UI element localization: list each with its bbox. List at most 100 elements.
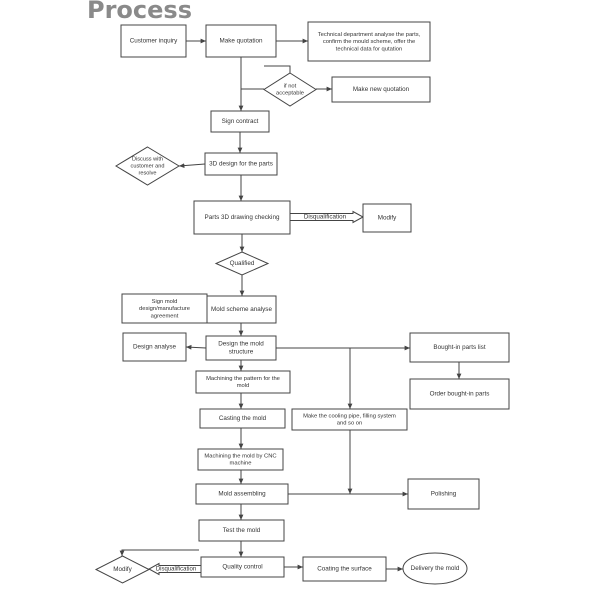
- process-box: [206, 295, 277, 324]
- process-box: [120, 24, 187, 58]
- process-box: [197, 448, 284, 471]
- node-polishing: Polishing: [407, 478, 480, 510]
- process-box: [199, 408, 286, 429]
- process-box: [210, 110, 270, 133]
- node-modify-bottom: Modify: [94, 555, 151, 584]
- node-label: Make the cooling pipe, filling system: [303, 413, 396, 419]
- node-label: Design the mold: [218, 341, 264, 348]
- node-label: Quality control: [222, 564, 262, 571]
- node-label: Test the mold: [223, 527, 261, 534]
- process-box: [307, 21, 431, 62]
- node-label: Customer inquiry: [130, 38, 178, 45]
- node-label: Design analyse: [133, 344, 177, 351]
- node-qualified: Qualified: [214, 251, 270, 276]
- process-box: [122, 332, 187, 362]
- node-label: Modify: [378, 215, 397, 222]
- decision-diamond: [214, 251, 270, 276]
- process-box: [205, 24, 277, 58]
- node-label: Sign mold: [152, 299, 178, 305]
- connector-not-acceptable-back: [264, 65, 291, 73]
- process-box: [200, 556, 285, 578]
- flow-nodes: Customer inquiry Make quotation Technical …: [94, 21, 510, 585]
- node-label: Sign contract: [222, 118, 259, 125]
- node-label: confirm the mould scheme, offer the: [323, 39, 415, 45]
- node-label: Casting the mold: [219, 415, 267, 422]
- node-tech-analyse: Technical department analyse the parts,c…: [307, 21, 431, 62]
- node-order-bought: Order bought-in parts: [409, 378, 510, 410]
- node-make-new-quotation: Make new quotation: [331, 76, 431, 103]
- node-label: agreement: [151, 313, 179, 319]
- disqualification-label-top: Disqualification: [304, 214, 347, 221]
- node-label: Make quotation: [219, 38, 263, 45]
- node-label: Machining the mold by CNC: [204, 453, 276, 459]
- hollow-arrow: [289, 210, 365, 224]
- node-label: if not: [284, 83, 297, 89]
- node-label: design/manufacture: [139, 306, 190, 312]
- process-box: [195, 370, 291, 394]
- node-drawing-checking: Parts 3D drawing checking: [193, 200, 291, 235]
- process-box: [198, 519, 285, 542]
- connector-3d-to-discuss: [178, 163, 206, 168]
- process-box: [204, 152, 278, 176]
- process-box: [205, 335, 277, 361]
- node-label: Delivery the mold: [411, 565, 460, 572]
- decision-diamond: [115, 146, 180, 186]
- process-box: [291, 408, 408, 431]
- connector-design-to-analyse: [185, 344, 207, 350]
- node-label: Mold assembling: [218, 491, 266, 498]
- node-make-quotation: Make quotation: [205, 24, 277, 58]
- node-coating: Coating the surface: [302, 556, 387, 582]
- node-assembling: Mold assembling: [195, 483, 289, 505]
- disqualification-label-bottom: Disqualification: [156, 567, 196, 573]
- node-label: Polishing: [431, 491, 457, 498]
- page-title: Process: [87, 0, 192, 24]
- node-label: and so on: [337, 421, 362, 427]
- node-quality: Quality control: [200, 556, 285, 578]
- node-label: Order bought-in parts: [430, 391, 490, 398]
- process-box: [362, 203, 412, 233]
- process-box: [195, 483, 289, 505]
- node-label: Make new quotation: [353, 86, 410, 93]
- node-delivery: Delivery the mold: [402, 552, 468, 585]
- node-label: Bought-in parts list: [433, 344, 485, 351]
- process-box: [121, 293, 208, 324]
- process-box: [331, 76, 431, 103]
- process-box: [407, 478, 480, 510]
- node-label: Discuss with: [132, 156, 163, 162]
- node-mold-scheme: Mold scheme analyse: [206, 295, 277, 324]
- node-label: machine: [230, 461, 252, 467]
- process-box: [409, 378, 510, 410]
- node-sign-contract: Sign contract: [210, 110, 270, 133]
- flow-connectors: [119, 38, 462, 576]
- node-test: Test the mold: [198, 519, 285, 542]
- node-label: Technical department analyse the parts,: [318, 32, 421, 38]
- node-label: technical data for qutation: [336, 46, 402, 52]
- node-bought-list: Bought-in parts list: [409, 332, 510, 363]
- process-box: [302, 556, 387, 582]
- node-cnc: Machining the mold by CNC machine: [197, 448, 284, 471]
- node-cooling: Make the cooling pipe, filling system and…: [291, 408, 408, 431]
- connector-disq-top-arrow: [289, 210, 365, 224]
- node-modify-top: Modify: [362, 203, 412, 233]
- node-label: Parts 3D drawing checking: [205, 214, 280, 221]
- connector-disq-bottom-arrow: [147, 562, 202, 576]
- decision-diamond: [263, 72, 317, 107]
- node-label: 3D design for the parts: [209, 161, 273, 168]
- connector-test-loop-left: [119, 549, 199, 556]
- node-customer-inquiry: Customer inquiry: [120, 24, 187, 58]
- hollow-arrow: [147, 562, 202, 576]
- node-label: resolve: [138, 170, 156, 176]
- node-label: customer and: [131, 163, 165, 169]
- node-design-analyse: Design analyse: [122, 332, 187, 362]
- terminal-ellipse: [402, 552, 468, 585]
- node-casting: Casting the mold: [199, 408, 286, 429]
- node-label: structure: [229, 349, 254, 356]
